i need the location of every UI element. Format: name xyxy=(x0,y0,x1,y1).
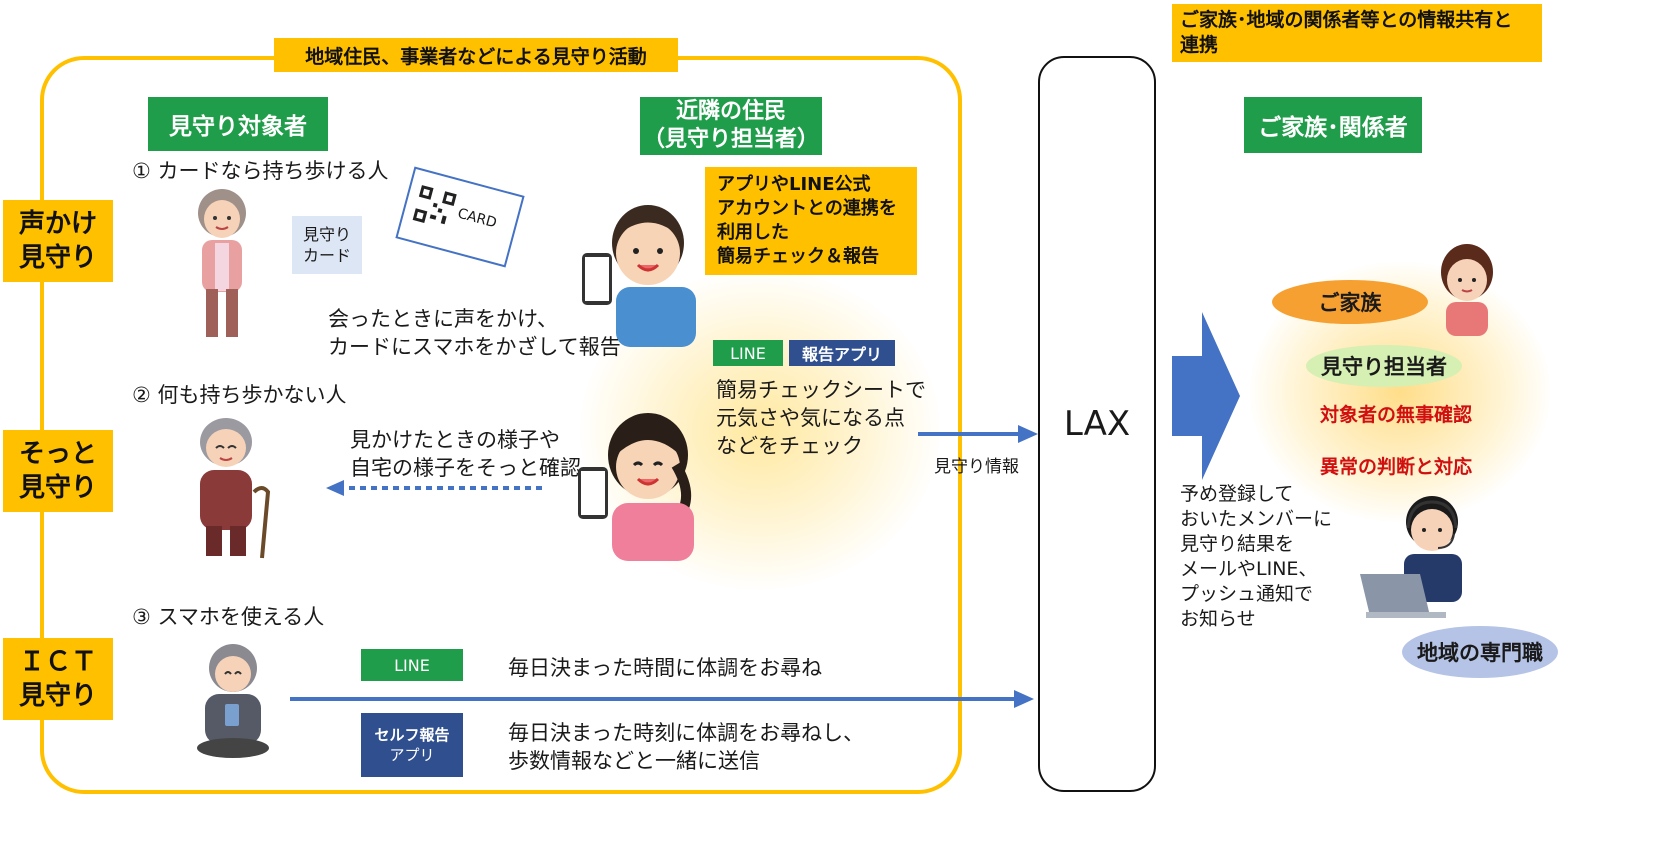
notify-text: 予め登録して おいたメンバーに 見守り結果を メールやLINE、 プッシュ通知で… xyxy=(1180,482,1332,632)
quiet-action-line-2: 自宅の様子をそっと確認 xyxy=(350,456,581,480)
info-sharing-banner: ご家族･地域の関係者等との情報共有と 連携 xyxy=(1172,4,1542,62)
activity-box-title: 地域住民、事業者などによる見守り活動 xyxy=(274,38,678,72)
side-label-voice-line-2: 見守り xyxy=(18,243,97,273)
family-header: ご家族･関係者 xyxy=(1244,97,1422,153)
watch-card-label-line-2: カード xyxy=(302,246,351,265)
self-report-text-line-2: 歩数情報などと一緒に送信 xyxy=(508,749,760,773)
target-header: 見守り対象者 xyxy=(148,97,328,151)
judgement-text: 異常の判断と対応 xyxy=(1320,456,1473,478)
ict-line-text: 毎日決まった時間に体調をお尋ね xyxy=(508,656,823,680)
elderly-woman-walking-icon xyxy=(198,189,246,337)
professional-ellipse: 地域の専門職 xyxy=(1402,626,1558,678)
banner-line-2: 連携 xyxy=(1180,34,1219,56)
report-app-tag: 報告アプリ xyxy=(789,340,895,366)
watcher-ellipse: 見守り担当者 xyxy=(1306,345,1462,387)
side-label-voice: 声かけ 見守り xyxy=(3,200,113,282)
watch-card: CARD xyxy=(395,166,525,268)
qr-code-icon xyxy=(412,185,457,230)
side-label-voice-line-1: 声かけ xyxy=(18,209,97,239)
notify-line-4: メールやLINE、 xyxy=(1180,558,1318,580)
app-note: アプリやLINE公式 アカウントとの連携を 利用した 簡易チェック＆報告 xyxy=(705,167,917,275)
notify-line-6: お知らせ xyxy=(1180,608,1256,630)
app-note-line-1: アプリやLINE公式 xyxy=(717,174,871,195)
side-label-quiet-line-2: 見守り xyxy=(18,473,97,503)
app-note-line-3: 利用した xyxy=(717,222,789,243)
safety-check-text: 対象者の無事確認 xyxy=(1320,404,1473,426)
voice-action-text: 会ったときに声をかけ、 カードにスマホをかざして報告 xyxy=(328,305,621,361)
watch-info-arrow xyxy=(918,425,1038,443)
notify-line-5: プッシュ通知で xyxy=(1180,583,1314,605)
neighbor-header-line-2: （見守り担当者） xyxy=(642,127,819,152)
side-label-ict: ＩＣＴ 見守り xyxy=(3,638,113,720)
voice-action-line-1: 会ったときに声をかけ、 xyxy=(328,307,558,331)
self-report-line-1: セルフ報告 xyxy=(374,726,450,744)
family-ellipse: ご家族 xyxy=(1272,280,1428,324)
ict-line-tag: LINE xyxy=(361,649,463,681)
watch-card-label: 見守り カード xyxy=(292,216,362,274)
check-sheet-line-3: などをチェック xyxy=(716,434,863,458)
side-label-ict-line-1: ＩＣＴ xyxy=(18,647,97,677)
card-text: CARD xyxy=(455,205,499,232)
family-woman-icon xyxy=(1441,244,1493,336)
watch-info-label: 見守り情報 xyxy=(934,457,1019,477)
line-tag: LINE xyxy=(713,340,783,366)
quiet-watch-dotted-arrow xyxy=(326,480,542,496)
side-label-quiet: そっと 見守り xyxy=(3,430,113,512)
voice-action-line-2: カードにスマホをかざして報告 xyxy=(328,335,621,359)
notify-line-1: 予め登録して xyxy=(1180,483,1294,505)
check-sheet-text: 簡易チェックシートで 元気さや気になる点 などをチェック xyxy=(716,376,926,460)
side-label-ict-line-2: 見守り xyxy=(18,681,97,711)
target-type-1: ① カードなら持ち歩ける人 xyxy=(132,159,389,183)
neighbor-man-with-phone-icon xyxy=(582,205,696,347)
self-report-text: 毎日決まった時刻に体調をお尋ねし、 歩数情報などと一緒に送信 xyxy=(508,719,864,775)
ict-arrow xyxy=(290,690,1034,708)
lax-system-box: LAX xyxy=(1038,56,1156,792)
banner-line-1: ご家族･地域の関係者等との情報共有と xyxy=(1180,9,1513,31)
check-sheet-line-2: 元気さや気になる点 xyxy=(716,406,905,430)
quiet-action-line-1: 見かけたときの様子や xyxy=(350,428,560,452)
neighbor-header: 近隣の住民 （見守り担当者） xyxy=(640,97,822,155)
target-type-2: ② 何も持ち歩かない人 xyxy=(132,383,347,407)
target-type-3: ③ スマホを使える人 xyxy=(132,605,325,629)
notify-line-2: おいたメンバーに xyxy=(1180,508,1333,530)
check-sheet-line-1: 簡易チェックシートで xyxy=(716,378,926,402)
professional-with-headset-icon xyxy=(1360,496,1462,618)
self-report-app-tag: セルフ報告 アプリ xyxy=(361,713,463,777)
self-report-line-2: アプリ xyxy=(389,746,435,764)
app-note-line-2: アカウントとの連携を xyxy=(717,198,897,219)
self-report-text-line-1: 毎日決まった時刻に体調をお尋ねし、 xyxy=(508,721,865,745)
elderly-woman-with-cane-icon xyxy=(200,418,271,559)
elderly-man-with-smartphone-icon xyxy=(197,644,269,758)
side-label-quiet-line-1: そっと xyxy=(18,439,97,469)
quiet-action-text: 見かけたときの様子や 自宅の様子をそっと確認 xyxy=(350,426,581,482)
lax-label: LAX xyxy=(1063,404,1131,444)
neighbor-header-line-1: 近隣の住民 xyxy=(675,99,786,124)
app-note-line-4: 簡易チェック＆報告 xyxy=(717,246,879,267)
neighbor-woman-with-phone-icon xyxy=(578,413,694,561)
notify-block-arrow xyxy=(1172,312,1240,480)
notify-line-3: 見守り結果を xyxy=(1180,533,1295,555)
watch-card-label-line-1: 見守り xyxy=(302,225,351,244)
